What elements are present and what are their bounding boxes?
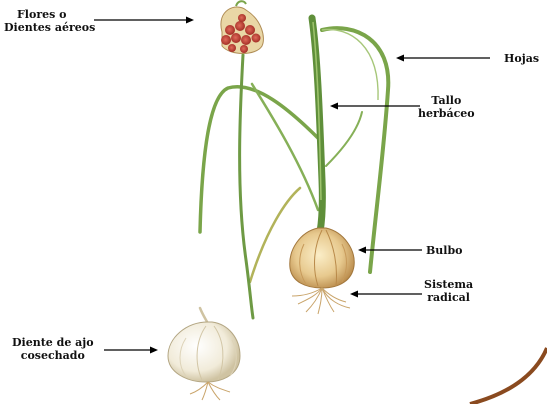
aerial-bulbils <box>221 1 264 53</box>
label-sistema-line2: radical <box>424 291 473 304</box>
corner-accent-arc <box>470 348 547 404</box>
label-flores-dientes-aereos: Flores o Dientes aéreos <box>4 8 95 34</box>
label-flores-line1: Flores o <box>4 8 95 21</box>
label-tallo-line1: Tallo <box>418 94 475 107</box>
arrow-hojas <box>396 55 490 62</box>
label-diente-line1: Diente de ajo <box>12 336 94 349</box>
arrow-bulbo <box>358 247 422 254</box>
label-diente-line2: cosechado <box>12 349 94 362</box>
leaves <box>200 28 388 282</box>
label-sistema-line1: Sistema <box>424 278 473 291</box>
label-tallo-line2: herbáceo <box>418 107 475 120</box>
arrow-diente <box>104 347 158 354</box>
label-sistema-radical: Sistema radical <box>424 278 473 304</box>
garlic-bulb <box>290 228 354 288</box>
arrow-sistema <box>350 291 422 298</box>
arrow-flores <box>94 17 194 24</box>
label-diente-de-ajo-cosechado: Diente de ajo cosechado <box>12 336 94 362</box>
arrow-tallo <box>330 103 420 110</box>
label-bulbo: Bulbo <box>426 244 463 257</box>
label-flores-line2: Dientes aéreos <box>4 21 95 34</box>
label-hojas-text: Hojas <box>504 52 539 65</box>
label-hojas: Hojas <box>504 52 539 65</box>
label-tallo-herbaceo: Tallo herbáceo <box>418 94 475 120</box>
root-system <box>292 288 350 314</box>
label-bulbo-text: Bulbo <box>426 244 463 257</box>
harvested-clove <box>168 308 240 400</box>
